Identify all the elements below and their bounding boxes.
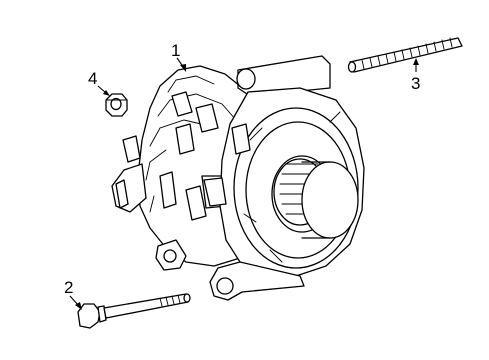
stud xyxy=(347,37,463,73)
callout-1: 1 xyxy=(171,41,186,72)
alternator xyxy=(111,55,365,301)
callout-4: 4 xyxy=(88,69,110,96)
bolt xyxy=(77,293,191,329)
callout-label-3: 3 xyxy=(411,74,420,93)
callout-label-1: 1 xyxy=(171,41,180,60)
callout-2: 2 xyxy=(64,278,82,310)
callout-label-2: 2 xyxy=(64,278,73,297)
callout-label-4: 4 xyxy=(88,69,97,88)
nut xyxy=(105,93,128,117)
callout-3: 3 xyxy=(411,58,420,93)
